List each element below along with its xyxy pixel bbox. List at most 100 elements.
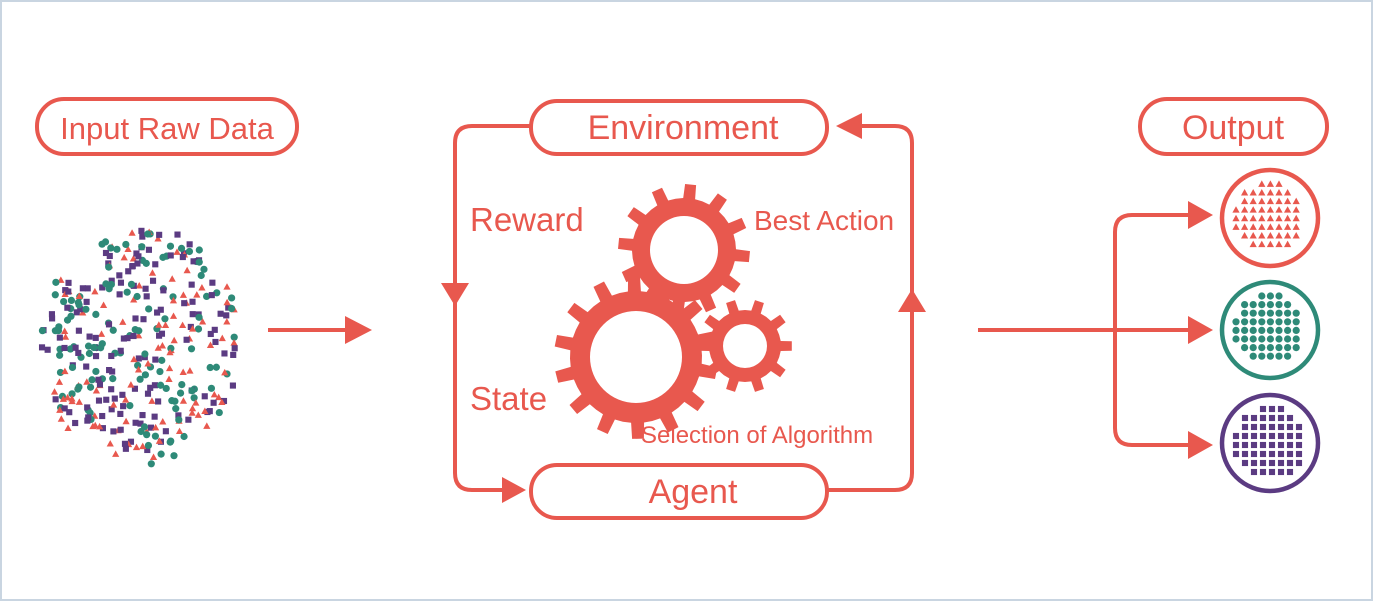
arrow-up-icon (898, 289, 926, 312)
data-point (154, 309, 161, 316)
data-point (138, 227, 145, 234)
data-point (177, 244, 186, 252)
data-point (135, 355, 142, 362)
data-point (1259, 423, 1267, 431)
data-point (117, 410, 124, 417)
data-point (134, 361, 142, 369)
data-point (1249, 309, 1257, 317)
data-point (162, 384, 170, 393)
data-point (190, 258, 197, 265)
data-point (213, 289, 221, 297)
data-point (86, 333, 93, 340)
data-point (1232, 326, 1240, 334)
data-point (221, 350, 228, 357)
data-point (1258, 189, 1266, 196)
arrow-right-icon (1188, 316, 1213, 344)
data-point (1275, 180, 1283, 187)
data-point (122, 445, 129, 452)
data-point (1275, 189, 1283, 196)
data-point (1241, 432, 1249, 440)
gear-icon (618, 184, 750, 316)
data-point (1286, 423, 1294, 431)
data-point (128, 229, 136, 236)
data-point (61, 344, 68, 352)
data-point (1268, 432, 1276, 440)
data-point (168, 397, 176, 405)
output-label: Output (1182, 109, 1285, 147)
data-point (116, 272, 123, 279)
data-point (1277, 450, 1285, 458)
reward-label: Reward (470, 201, 584, 238)
data-point (61, 290, 69, 297)
data-point (129, 263, 136, 270)
data-point (38, 344, 46, 351)
data-point (109, 375, 117, 383)
data-point (77, 306, 84, 313)
data-point (201, 393, 208, 400)
data-point (1241, 459, 1249, 467)
data-point (158, 330, 166, 337)
data-point (1266, 335, 1274, 343)
data-point (105, 260, 112, 267)
data-point (169, 296, 178, 304)
data-point (92, 310, 100, 319)
data-point (1258, 301, 1266, 309)
data-point (1292, 232, 1300, 239)
data-point (1292, 223, 1300, 230)
gear-icon (698, 300, 792, 392)
data-point (1249, 344, 1257, 352)
data-point (229, 382, 236, 389)
data-point (83, 378, 91, 385)
data-point (221, 368, 229, 376)
data-point (1292, 318, 1300, 326)
data-point (1284, 352, 1292, 360)
arrow-right-icon (1188, 431, 1213, 459)
data-point (95, 376, 102, 383)
data-point (1284, 189, 1292, 196)
data-point (110, 428, 117, 435)
data-point (120, 335, 127, 342)
data-point (1277, 423, 1285, 431)
raw-data-scatter (38, 227, 238, 468)
data-point (56, 334, 63, 341)
data-point (158, 356, 166, 364)
data-point (62, 287, 69, 294)
data-point (1275, 301, 1283, 309)
data-point (1241, 197, 1249, 205)
data-point (223, 283, 231, 290)
data-point (61, 327, 69, 334)
data-point (1258, 318, 1266, 326)
arrow-down-icon (441, 283, 469, 306)
data-point (1292, 206, 1300, 213)
data-point (127, 280, 136, 288)
data-point (1277, 432, 1285, 440)
data-point (198, 318, 207, 325)
data-point (1275, 240, 1283, 248)
data-point (1284, 318, 1292, 326)
data-point (180, 432, 188, 441)
output-box (1138, 97, 1329, 156)
data-point (1232, 432, 1240, 440)
data-point (1259, 459, 1267, 467)
data-point (189, 311, 196, 318)
data-point (1258, 335, 1266, 343)
data-point (1266, 318, 1274, 326)
data-point (1249, 335, 1257, 343)
data-point (157, 381, 165, 389)
data-point (178, 381, 186, 389)
data-point (1266, 326, 1274, 334)
selection-label: Selection of Algorithm (641, 422, 873, 449)
data-point (187, 345, 196, 353)
data-point (99, 301, 108, 308)
data-point (113, 245, 121, 253)
data-point (179, 368, 187, 376)
data-point (211, 326, 218, 333)
data-point (1232, 214, 1240, 222)
data-point (124, 335, 131, 342)
data-point (102, 280, 110, 288)
data-point (1249, 214, 1257, 222)
data-point (147, 460, 155, 468)
data-point (85, 414, 92, 421)
data-point (98, 240, 106, 248)
data-point (1295, 459, 1303, 467)
